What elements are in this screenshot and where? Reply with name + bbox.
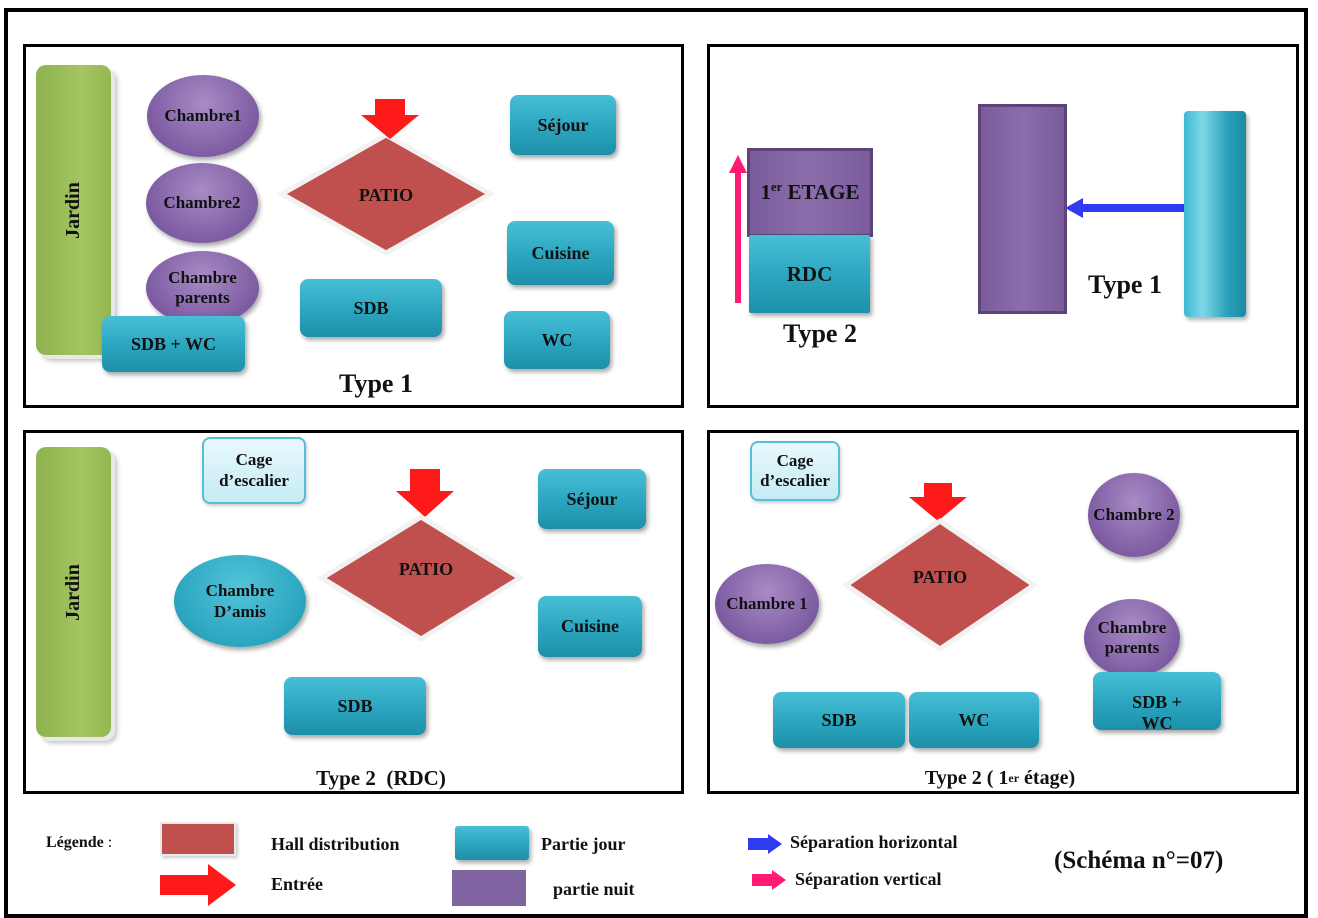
- patio-diamond-rdc: [317, 514, 525, 642]
- panel-type1-plan: Jardin Chambre1 Chambre2 Chambre parents…: [23, 44, 684, 408]
- chambre1-oval-etage: Chambre 1: [715, 564, 819, 644]
- cage-escalier-box: Cage d’escalier: [202, 437, 306, 504]
- tall-cyan-block: [1184, 111, 1246, 317]
- sdb-box-etage: SDB: [773, 692, 905, 748]
- sdb-wc-label: SDB + WC: [131, 333, 216, 354]
- cuisine-box-rdc: Cuisine: [538, 596, 642, 657]
- cuisine-box: Cuisine: [507, 221, 614, 285]
- legend-label: Légende :: [46, 834, 112, 852]
- rdc-block: RDC: [749, 235, 870, 313]
- legend-label-text: Légende: [46, 834, 104, 851]
- legend-hall-swatch: [160, 822, 236, 856]
- panel4-title-sup: er: [1008, 770, 1020, 785]
- sejour-box-rdc: Séjour: [538, 469, 646, 529]
- type1-section-title: Type 1: [1088, 270, 1162, 299]
- etage-text: ETAGE: [782, 180, 860, 204]
- chambre2-label-etage: Chambre 2: [1093, 504, 1175, 524]
- patio-diamond-etage: [841, 517, 1039, 653]
- schema-number: (Schéma n°=07): [1054, 847, 1224, 874]
- legend-separation-horizontal-icon: [748, 834, 782, 854]
- jardin-label-rdc: Jardin: [62, 563, 84, 621]
- sdb-wc-box: SDB + WC: [102, 316, 245, 372]
- entree-arrow-icon-rdc: [396, 469, 454, 517]
- etage-block: 1er ETAGE: [747, 148, 873, 237]
- cage-escalier-label-etage: Cage d’escalier: [760, 450, 830, 490]
- chambre1-label-etage: Chambre 1: [726, 593, 808, 613]
- wc-label: WC: [541, 329, 573, 350]
- wc-box-etage: WC: [909, 692, 1039, 748]
- panel3-title: Type 2 (RDC): [316, 765, 446, 790]
- jardin-block-rdc: Jardin: [36, 447, 111, 737]
- rdc-label: RDC: [786, 261, 833, 286]
- sdb-wc-label-etage: SDB + WC: [1132, 692, 1182, 733]
- chambre-amis-oval: Chambre D’amis: [174, 555, 306, 647]
- panel-type2-rdc: Jardin Cage d’escalier PATIO Séjour Cham…: [23, 430, 684, 794]
- tall-purple-block: [978, 104, 1067, 314]
- cage-escalier-label: Cage d’escalier: [219, 450, 289, 490]
- legend-nuit-swatch: [452, 870, 526, 906]
- sejour-box: Séjour: [510, 95, 616, 155]
- separation-horizontal-arrow-icon: [1065, 198, 1185, 218]
- cuisine-label: Cuisine: [531, 242, 590, 263]
- patio-label-etage: PATIO: [912, 566, 968, 587]
- sdb-label-etage: SDB: [821, 709, 857, 730]
- sdb-box-rdc: SDB: [284, 677, 426, 735]
- legend-colon: :: [103, 834, 113, 851]
- type2-section-title: Type 2: [783, 319, 857, 348]
- etage-num: 1: [760, 180, 772, 204]
- panel1-title: Type 1: [339, 369, 413, 398]
- chambre1-label: Chambre1: [164, 105, 242, 125]
- panel4-title-pre: Type 2 ( 1: [924, 766, 1009, 789]
- chambre-amis-label: Chambre D’amis: [205, 580, 275, 621]
- cage-escalier-box-etage: Cage d’escalier: [750, 441, 840, 501]
- sejour-label-rdc: Séjour: [566, 488, 618, 509]
- panel-sections: 1er ETAGE RDC Type 2 Type 1: [707, 44, 1299, 408]
- entree-arrow-icon-etage: [909, 483, 967, 521]
- panel4-title-post: étage): [1019, 766, 1076, 789]
- panel-type2-etage: Cage d’escalier PATIO Chambre 2 Chambre …: [707, 430, 1299, 794]
- patio-diamond: [276, 132, 496, 256]
- legend-entree-label: Entrée: [271, 874, 323, 894]
- sdb-label: SDB: [353, 297, 389, 318]
- patio-label-rdc: PATIO: [398, 558, 454, 579]
- etage-sup: er: [771, 180, 783, 194]
- legend-nuit-label: partie nuit: [553, 879, 635, 899]
- patio-label: PATIO: [358, 184, 414, 205]
- chambre2-oval-etage: Chambre 2: [1088, 473, 1180, 557]
- chambre-parents-oval-etage: Chambre parents: [1084, 599, 1180, 677]
- etage-label: 1er ETAGE: [761, 180, 860, 205]
- wc-box: WC: [504, 311, 610, 369]
- sejour-label: Séjour: [537, 114, 589, 135]
- sdb-wc-box-etage: SDB + WC: [1093, 672, 1221, 733]
- wc-label-etage: WC: [958, 709, 990, 730]
- chambre-parents-label: Chambre parents: [168, 267, 237, 307]
- chambre2-oval: Chambre2: [146, 163, 258, 243]
- separation-vertical-arrow-icon: [729, 155, 747, 303]
- legend-entree-arrow-icon: [160, 864, 236, 906]
- chambre1-oval: Chambre1: [147, 75, 259, 157]
- chambre-parents-label-etage: Chambre parents: [1097, 617, 1167, 657]
- chambre-parents-oval: Chambre parents: [146, 251, 259, 325]
- cuisine-label-rdc: Cuisine: [560, 616, 620, 637]
- jardin-label: Jardin: [62, 181, 84, 239]
- legend-sep-v-label: Séparation vertical: [795, 869, 942, 889]
- legend-separation-vertical-icon: [752, 870, 786, 890]
- chambre2-label: Chambre2: [163, 192, 241, 212]
- sdb-box: SDB: [300, 279, 442, 337]
- sdb-label-rdc: SDB: [337, 695, 373, 716]
- legend-hall-label: Hall distribution: [271, 834, 400, 854]
- legend-jour-label: Partie jour: [541, 834, 626, 854]
- legend-sep-h-label: Séparation horizontal: [790, 832, 958, 852]
- jardin-block: Jardin: [36, 65, 111, 355]
- legend-jour-swatch: [455, 826, 529, 860]
- entree-arrow-icon: [361, 99, 419, 139]
